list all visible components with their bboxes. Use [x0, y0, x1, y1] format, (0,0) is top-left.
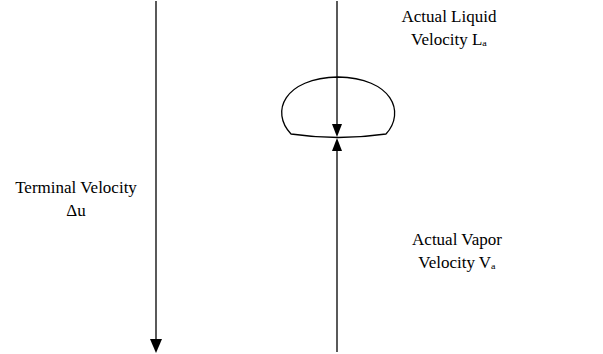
terminal-velocity-label: Terminal Velocity Δu [8, 176, 144, 222]
arrowhead [150, 339, 162, 353]
terminal-velocity-arrow [155, 1, 156, 342]
vapor-velocity-label: Actual Vapor Velocity Vₐ [392, 228, 522, 274]
liquid-velocity-arrow [336, 1, 337, 126]
arrowhead [332, 124, 342, 137]
vapor-velocity-arrow [336, 149, 337, 352]
liquid-velocity-label: Actual Liquid Velocity Lₐ [384, 5, 514, 51]
arrowhead [332, 138, 342, 151]
bubble-outline [282, 77, 395, 138]
